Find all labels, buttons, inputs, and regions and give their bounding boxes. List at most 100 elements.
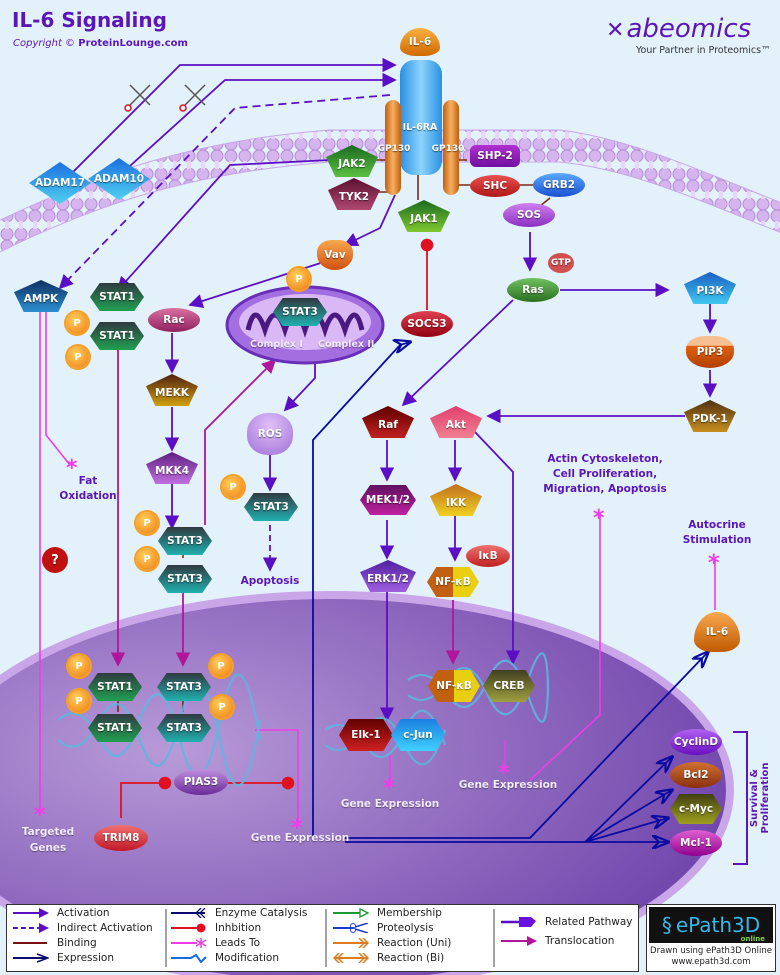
phospho-badge: P xyxy=(68,690,90,712)
brand-name: abeomics xyxy=(626,14,752,44)
proteolysis-scissors-icon xyxy=(184,84,206,106)
node-stat1-nucleus-bottom[interactable]: STAT1 xyxy=(88,714,142,742)
node-cyclind[interactable]: CyclinD xyxy=(670,729,722,755)
phospho-badge: P xyxy=(222,476,244,498)
leads-to-icon: * xyxy=(34,803,46,828)
node-gp130-right[interactable] xyxy=(443,100,459,195)
epath3d-url[interactable]: www.epath3d.com xyxy=(671,957,751,967)
node-gp130-left[interactable] xyxy=(385,100,401,195)
epath3d-logo-icon: § xyxy=(661,913,672,937)
help-question-icon[interactable]: ? xyxy=(42,547,68,573)
leads-to-icon xyxy=(171,938,207,948)
legend-label: Proteolysis xyxy=(377,922,434,934)
node-grb2[interactable]: GRB2 xyxy=(533,173,585,197)
phospho-badge: P xyxy=(68,655,90,677)
node-cmyc[interactable]: c-Myc xyxy=(670,794,722,824)
legend-label: Activation xyxy=(57,907,110,919)
node-il6-ligand[interactable]: IL-6 xyxy=(400,28,440,56)
legend-label: Modification xyxy=(215,952,279,964)
label-gp130-left: GP130 xyxy=(377,144,411,154)
node-shp2[interactable]: SHP-2 xyxy=(470,145,520,167)
legend-label: Reaction (Uni) xyxy=(377,937,452,949)
node-sos[interactable]: SOS xyxy=(503,203,555,227)
node-ros[interactable]: ROS xyxy=(247,413,293,455)
node-mcl1[interactable]: Mcl-1 xyxy=(670,830,722,856)
node-stat3-nucleus-top[interactable]: STAT3 xyxy=(157,673,211,701)
node-pias3[interactable]: PIAS3 xyxy=(174,769,228,795)
label-il6ra: IL-6RA xyxy=(402,121,438,133)
leads-to-icon: * xyxy=(708,551,720,576)
legend-item-reaction-bi: Reaction (Bi) xyxy=(333,952,444,964)
leads-to-icon: * xyxy=(66,456,78,481)
legend-label: Membership xyxy=(377,907,442,919)
legend-label: Reaction (Bi) xyxy=(377,952,445,964)
label-complex-i: Complex I xyxy=(250,339,303,350)
copyright: Copyright © ProteinLounge.com xyxy=(13,38,188,49)
node-stat3-ros[interactable]: STAT3 xyxy=(244,493,298,521)
legend-item-related-pathway: Related Pathway xyxy=(501,915,633,929)
node-mek12[interactable]: MEK1/2 xyxy=(360,485,416,515)
legend-item-inhibition: Inhbition xyxy=(171,922,261,934)
node-il6ra-receptor[interactable] xyxy=(400,60,442,175)
node-gtp[interactable]: GTP xyxy=(548,253,574,273)
leads-to-icon: * xyxy=(291,816,303,841)
node-shc[interactable]: SHC xyxy=(470,175,520,197)
related-pathway-hand-icon xyxy=(501,917,536,927)
legend-label: Translocation xyxy=(545,935,615,947)
node-bcl2[interactable]: Bcl2 xyxy=(670,762,722,788)
node-stat3-bottom[interactable]: STAT3 xyxy=(158,565,212,593)
label-complex-ii: Complex II xyxy=(318,339,375,350)
legend-item-enzyme-catalysis: Enzyme Catalysis xyxy=(171,907,307,919)
node-rac[interactable]: Rac xyxy=(148,308,200,332)
node-nfkb-nucleus[interactable]: NF-κB xyxy=(428,670,480,702)
phospho-badge: P xyxy=(136,548,158,570)
leads-to-icon: * xyxy=(498,761,510,786)
node-stat3-mitochondria[interactable]: STAT3 xyxy=(273,298,327,326)
node-stat1-top[interactable]: STAT1 xyxy=(90,283,144,311)
label-gene-expression-elk: Gene Expression xyxy=(340,798,440,810)
label-fat-oxidation: Fat Oxidation xyxy=(59,475,117,503)
legend-label: Indirect Activation xyxy=(57,922,153,934)
node-il6-secreted[interactable]: IL-6 xyxy=(694,612,740,652)
phospho-badge: P xyxy=(210,655,232,677)
node-ras[interactable]: Ras xyxy=(507,278,559,302)
node-nfkb-cytoplasm[interactable]: NF-κB xyxy=(427,567,479,597)
node-tyk2[interactable]: TYK2 xyxy=(328,178,380,210)
legend-item-activation: Activation xyxy=(13,907,110,919)
epath3d-online: online xyxy=(740,935,765,943)
node-stat3-top[interactable]: STAT3 xyxy=(158,527,212,555)
node-vav[interactable]: Vav xyxy=(317,240,353,270)
node-pip3[interactable]: PIP3 xyxy=(686,336,734,368)
node-trim8[interactable]: TRIM8 xyxy=(94,825,148,851)
leads-to-icon: * xyxy=(593,506,605,531)
brand-logo[interactable]: ✕abeomics xyxy=(606,14,751,44)
indirect-activation-arrow-icon xyxy=(13,923,49,933)
expression-arrow-icon xyxy=(13,953,49,963)
phospho-badge: P xyxy=(67,346,89,368)
copyright-site-link[interactable]: ProteinLounge.com xyxy=(78,38,188,49)
survival-bracket xyxy=(733,731,748,865)
modification-icon xyxy=(171,953,207,963)
node-creb[interactable]: CREB xyxy=(483,670,535,702)
node-ikb[interactable]: IκB xyxy=(466,545,510,567)
node-stat1-nucleus-top[interactable]: STAT1 xyxy=(88,673,142,701)
epath3d-logo: § ePath3D online xyxy=(649,907,773,943)
brand-tagline: Your Partner in Proteomics™ xyxy=(636,45,771,56)
membership-arrow-icon xyxy=(333,908,369,918)
node-stat3-nucleus-bottom[interactable]: STAT3 xyxy=(157,714,211,742)
node-socs3[interactable]: SOCS3 xyxy=(401,311,453,337)
label-autocrine: Autocrine Stimulation xyxy=(682,519,752,547)
legend-item-expression: Expression xyxy=(13,952,114,964)
node-cjun[interactable]: c-Jun xyxy=(391,719,445,751)
legend: Activation Indirect Activation Binding E… xyxy=(6,904,639,972)
epath3d-drawn-text: Drawn using ePath3D Online xyxy=(650,946,772,956)
node-stat1-bottom[interactable]: STAT1 xyxy=(90,322,144,350)
phospho-badge: P xyxy=(136,512,158,534)
legend-label: Expression xyxy=(57,952,114,964)
legend-item-translocation: Translocation xyxy=(501,935,614,947)
node-elk1[interactable]: Elk-1 xyxy=(339,719,393,751)
label-gene-expression-stat: Gene Expression xyxy=(250,832,350,844)
epath3d-credit[interactable]: § ePath3D online Drawn using ePath3D Onl… xyxy=(646,904,776,972)
translocation-arrow-icon xyxy=(501,936,537,946)
legend-item-reaction-uni: Reaction (Uni) xyxy=(333,937,451,949)
